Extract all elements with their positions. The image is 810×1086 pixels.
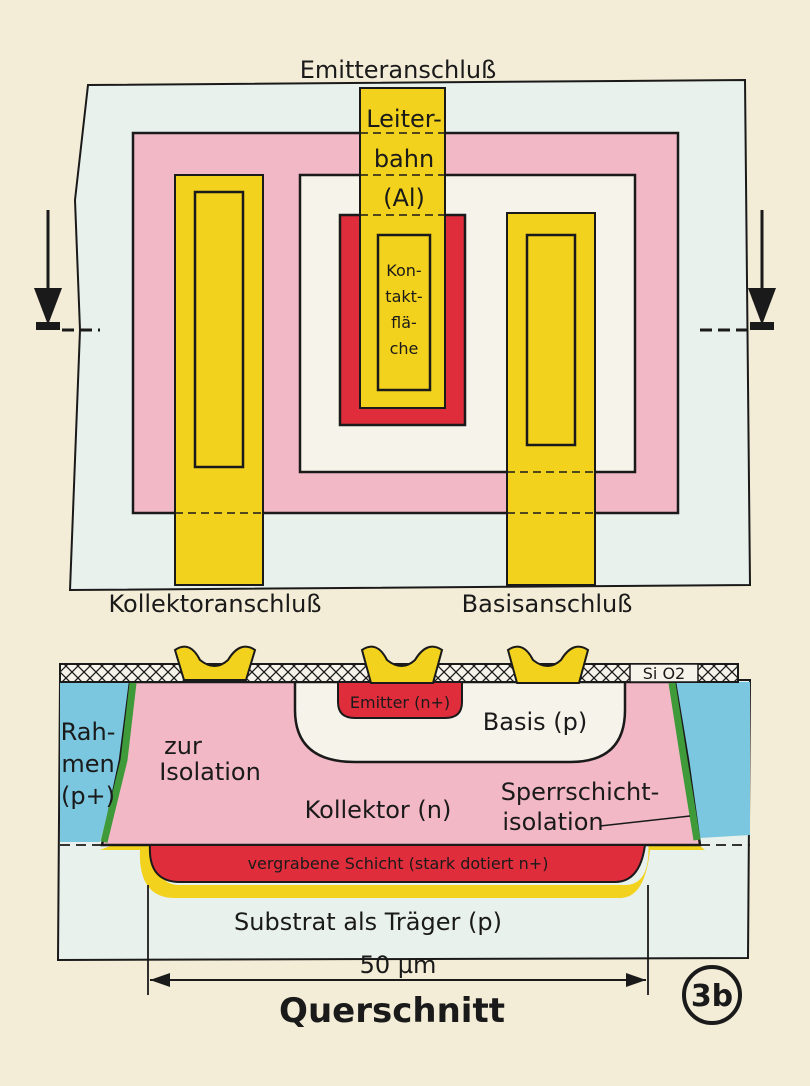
substrate-label: Substrat als Träger (p) xyxy=(234,908,502,936)
dimension-label: 50 µm xyxy=(360,951,437,979)
top-view: Emitteranschluß Leiter- bahn (Al) Kon- t… xyxy=(34,56,776,618)
buried-layer-label: vergrabene Schicht (stark dotiert n+) xyxy=(248,854,549,873)
frame-label-line: (p+) xyxy=(61,782,115,810)
contact-label-line: takt- xyxy=(385,287,422,306)
junction-pointer xyxy=(599,815,691,827)
trace-label-line: (Al) xyxy=(383,184,425,212)
sio2-label: Si O2 xyxy=(643,664,685,683)
buried-layer-halo xyxy=(100,838,705,898)
emitter-label: Emitter (n+) xyxy=(350,693,450,712)
cross-section: Si O2 Emitter (n+) Basis (p) Rah- men (p… xyxy=(56,645,752,1031)
junction-label-line: isolation xyxy=(502,808,603,836)
contact-emitter xyxy=(360,645,444,684)
dimension-line xyxy=(147,885,649,995)
contact-label-line: Kon- xyxy=(386,261,421,280)
collector-label: Kollektor (n) xyxy=(305,796,452,824)
buried-layer xyxy=(148,844,647,883)
junction-label-line: Sperrschicht- xyxy=(501,778,660,806)
frame-left xyxy=(60,682,130,842)
trace-label-line: bahn xyxy=(374,145,434,173)
base-contact xyxy=(525,233,577,447)
section-arrow-right xyxy=(700,210,776,332)
figure-number: 3b xyxy=(691,979,733,1014)
contact-base xyxy=(506,645,590,684)
contact-label-line: che xyxy=(390,339,419,358)
collector-connection-label: Kollektoranschluß xyxy=(108,590,321,618)
caption: Querschnitt xyxy=(279,991,505,1031)
frame-label-line: Rah- xyxy=(61,718,116,746)
junction-right xyxy=(668,682,701,841)
emitter-connection-label: Emitteranschluß xyxy=(300,56,497,84)
junction-left xyxy=(100,682,137,843)
sio2-label-box xyxy=(629,663,699,683)
collector-contact xyxy=(193,190,245,469)
figure-number-circle xyxy=(682,965,742,1025)
frame-right xyxy=(670,682,750,838)
base-connection-label: Basisanschluß xyxy=(462,590,633,618)
isolation-label-line: Isolation xyxy=(159,758,261,786)
base-label: Basis (p) xyxy=(483,708,587,736)
contact-collector xyxy=(173,645,257,681)
trace-label-line: Leiter- xyxy=(366,105,442,133)
section-arrow-left xyxy=(34,210,100,332)
contact-label-line: flä- xyxy=(391,313,417,332)
frame-label-line: men xyxy=(61,750,114,778)
emitter-well xyxy=(337,681,463,719)
isolation-label-line: zur xyxy=(164,732,202,760)
emitter-contact xyxy=(376,233,432,392)
